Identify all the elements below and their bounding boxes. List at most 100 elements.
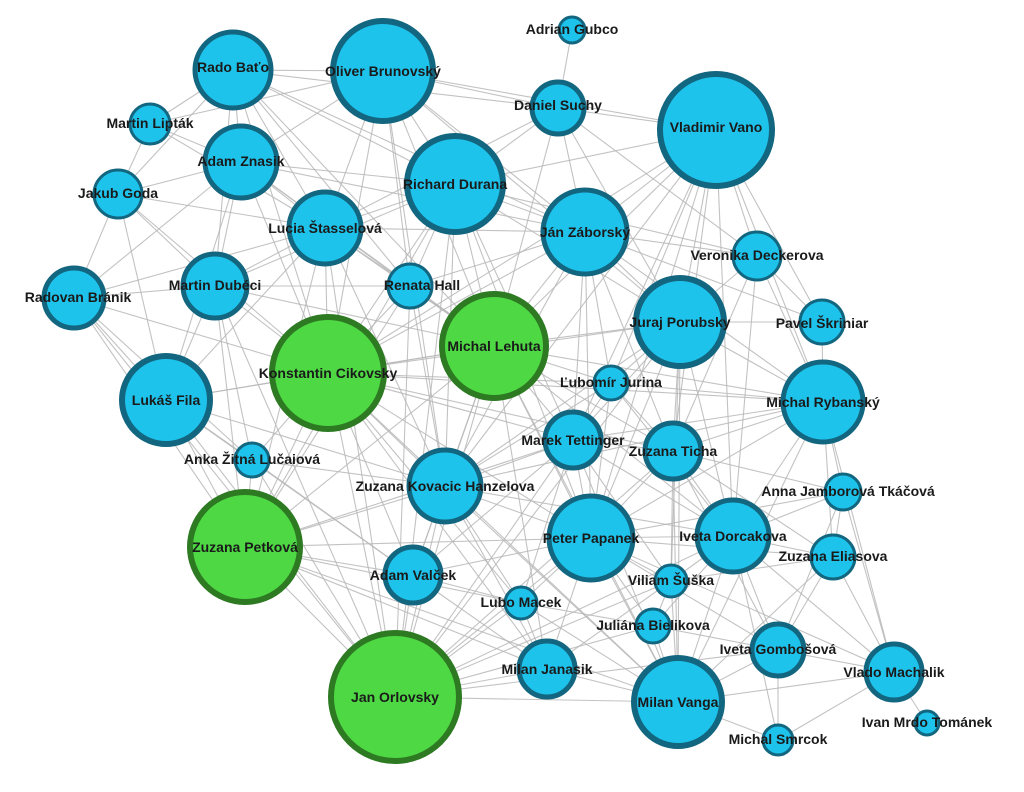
node-circle[interactable] [269, 314, 387, 432]
node-marek-tettinger[interactable]: Marek Tettinger [521, 409, 625, 471]
node-circle[interactable] [92, 168, 144, 220]
node-circle[interactable] [503, 585, 539, 621]
node-circle[interactable] [286, 189, 364, 267]
node-circle[interactable] [202, 123, 280, 201]
node-circle[interactable] [913, 709, 941, 737]
node-renata-hall[interactable]: Renata Hall [384, 262, 460, 310]
node-jan-orlovsky[interactable]: Jan Orlovsky [328, 630, 462, 764]
node-circle[interactable] [192, 29, 274, 111]
node-label: Michal Rybanský [766, 394, 880, 410]
node-circle[interactable] [406, 447, 484, 525]
node-iveta-dorcakova[interactable]: Iveta Dorcakova [679, 497, 787, 575]
node-lubomir-jurina[interactable]: Ľubomír Jurina [560, 364, 662, 402]
node-peter-papanek[interactable]: Peter Papanek [543, 493, 640, 583]
node-circle[interactable] [439, 291, 549, 401]
node-label: Lubo Macek [481, 594, 562, 610]
edge-anka_zitna-adam_valcek [251, 459, 414, 576]
node-lubo-macek[interactable]: Lubo Macek [481, 585, 562, 621]
node-viliam-suska[interactable]: Viliam Šuška [628, 563, 714, 599]
node-martin-liptak[interactable]: Martin Lipták [106, 102, 194, 146]
node-circle[interactable] [529, 79, 587, 137]
node-circle[interactable] [633, 275, 727, 369]
node-circle[interactable] [180, 251, 250, 321]
node-martin-dubeci[interactable]: Martin Dubéci [169, 251, 262, 321]
node-michal-rybansky[interactable]: Michal Rybanský [766, 359, 880, 445]
edge-michal_rybansky-peter_papanek [590, 401, 824, 539]
node-label: Lucia Štasselová [268, 219, 382, 236]
node-iveta-gombosova[interactable]: Iveta Gombošová [720, 621, 837, 679]
node-circle[interactable] [780, 359, 866, 445]
node-circle[interactable] [404, 133, 506, 235]
node-jakub-goda[interactable]: Jakub Goda [78, 168, 158, 220]
node-circle[interactable] [631, 655, 725, 749]
node-adrian-gubco[interactable]: Adrian Gubco [526, 15, 619, 45]
node-circle[interactable] [119, 353, 213, 447]
node-circle[interactable] [731, 230, 783, 282]
node-juraj-porubsky[interactable]: Juraj Porubsky [629, 275, 731, 369]
node-circle[interactable] [653, 563, 689, 599]
edge-lucia_stasselova-zuzana_kovacic [324, 227, 446, 487]
node-circle[interactable] [128, 102, 172, 146]
node-vlado-machalik[interactable]: Vlado Machalik [843, 641, 945, 703]
node-michal-smrcok[interactable]: Michal Smrcok [729, 723, 828, 757]
node-circle[interactable] [328, 630, 462, 764]
node-circle[interactable] [634, 607, 672, 645]
edge-oliver_brunovsky-juraj_porubsky [382, 70, 681, 323]
node-jan-zaborsky[interactable]: Ján Záborský [540, 187, 630, 277]
node-milan-vanga[interactable]: Milan Vanga [631, 655, 725, 749]
node-anka-zitna[interactable]: Anka Žitná Lučaiová [184, 441, 320, 479]
node-radovan-branik[interactable]: Radovan Bránik [25, 265, 132, 331]
node-label: Konstantin Cikovsky [259, 365, 398, 381]
node-label: Richard Durana [403, 176, 507, 192]
node-label: Anka Žitná Lučaiová [184, 450, 320, 467]
node-juliana-bielikova[interactable]: Juliána Bielikova [596, 607, 710, 645]
node-adam-valcek[interactable]: Adam Valček [370, 544, 457, 606]
node-milan-janasik[interactable]: Milan Janasik [501, 638, 593, 700]
node-label: Michal Smrcok [729, 731, 828, 747]
node-ivan-mrdo[interactable]: Ivan Mrdo Tománek [862, 709, 993, 737]
node-label: Juraj Porubsky [629, 314, 730, 330]
node-rado-bato[interactable]: Rado Baťo [192, 29, 274, 111]
node-richard-durana[interactable]: Richard Durana [403, 133, 507, 235]
node-circle[interactable] [330, 18, 436, 124]
node-pavel-skriniar[interactable]: Pavel Škriniar [776, 298, 869, 346]
node-circle[interactable] [546, 493, 636, 583]
node-circle[interactable] [823, 472, 863, 512]
node-anna-jamborova[interactable]: Anna Jamborová Tkáčová [761, 472, 935, 512]
node-circle[interactable] [516, 638, 578, 700]
node-circle[interactable] [382, 544, 444, 606]
node-circle[interactable] [694, 497, 772, 575]
node-circle[interactable] [187, 489, 303, 605]
node-label: Juliána Bielikova [596, 617, 710, 633]
node-konstantin-cikovsky[interactable]: Konstantin Cikovsky [259, 314, 398, 432]
node-circle[interactable] [233, 441, 271, 479]
node-circle[interactable] [761, 723, 795, 757]
node-oliver-brunovsky[interactable]: Oliver Brunovský [325, 18, 441, 124]
node-michal-lehuta[interactable]: Michal Lehuta [439, 291, 549, 401]
node-circle[interactable] [749, 621, 807, 679]
node-circle[interactable] [798, 298, 846, 346]
node-zuzana-kovacic[interactable]: Zuzana Kovacic Hanzelova [356, 447, 535, 525]
node-circle[interactable] [386, 262, 434, 310]
node-zuzana-petkova[interactable]: Zuzana Petková [187, 489, 303, 605]
node-daniel-suchy[interactable]: Daniel Suchy [514, 79, 602, 137]
node-vladimir-vano[interactable]: Vladimir Vano [657, 71, 775, 189]
node-zuzana-eliasova[interactable]: Zuzana Eliasova [779, 533, 888, 581]
node-circle[interactable] [41, 265, 107, 331]
node-circle[interactable] [863, 641, 925, 703]
node-circle[interactable] [809, 533, 857, 581]
node-adam-znasik[interactable]: Adam Znasik [197, 123, 285, 201]
node-label: Martin Lipták [106, 115, 193, 131]
node-lucia-stasselova[interactable]: Lucia Štasselová [268, 189, 382, 267]
node-circle[interactable] [557, 15, 587, 45]
node-circle[interactable] [542, 409, 604, 471]
node-lukas-fila[interactable]: Lukáš Fila [119, 353, 213, 447]
node-label: Jakub Goda [78, 185, 158, 201]
node-veronika-deckerova[interactable]: Veronika Deckerova [690, 230, 824, 282]
node-zuzana-ticha[interactable]: Zuzana Ticha [629, 420, 718, 482]
node-circle[interactable] [592, 364, 630, 402]
node-circle[interactable] [657, 71, 775, 189]
node-circle[interactable] [540, 187, 630, 277]
node-circle[interactable] [642, 420, 704, 482]
